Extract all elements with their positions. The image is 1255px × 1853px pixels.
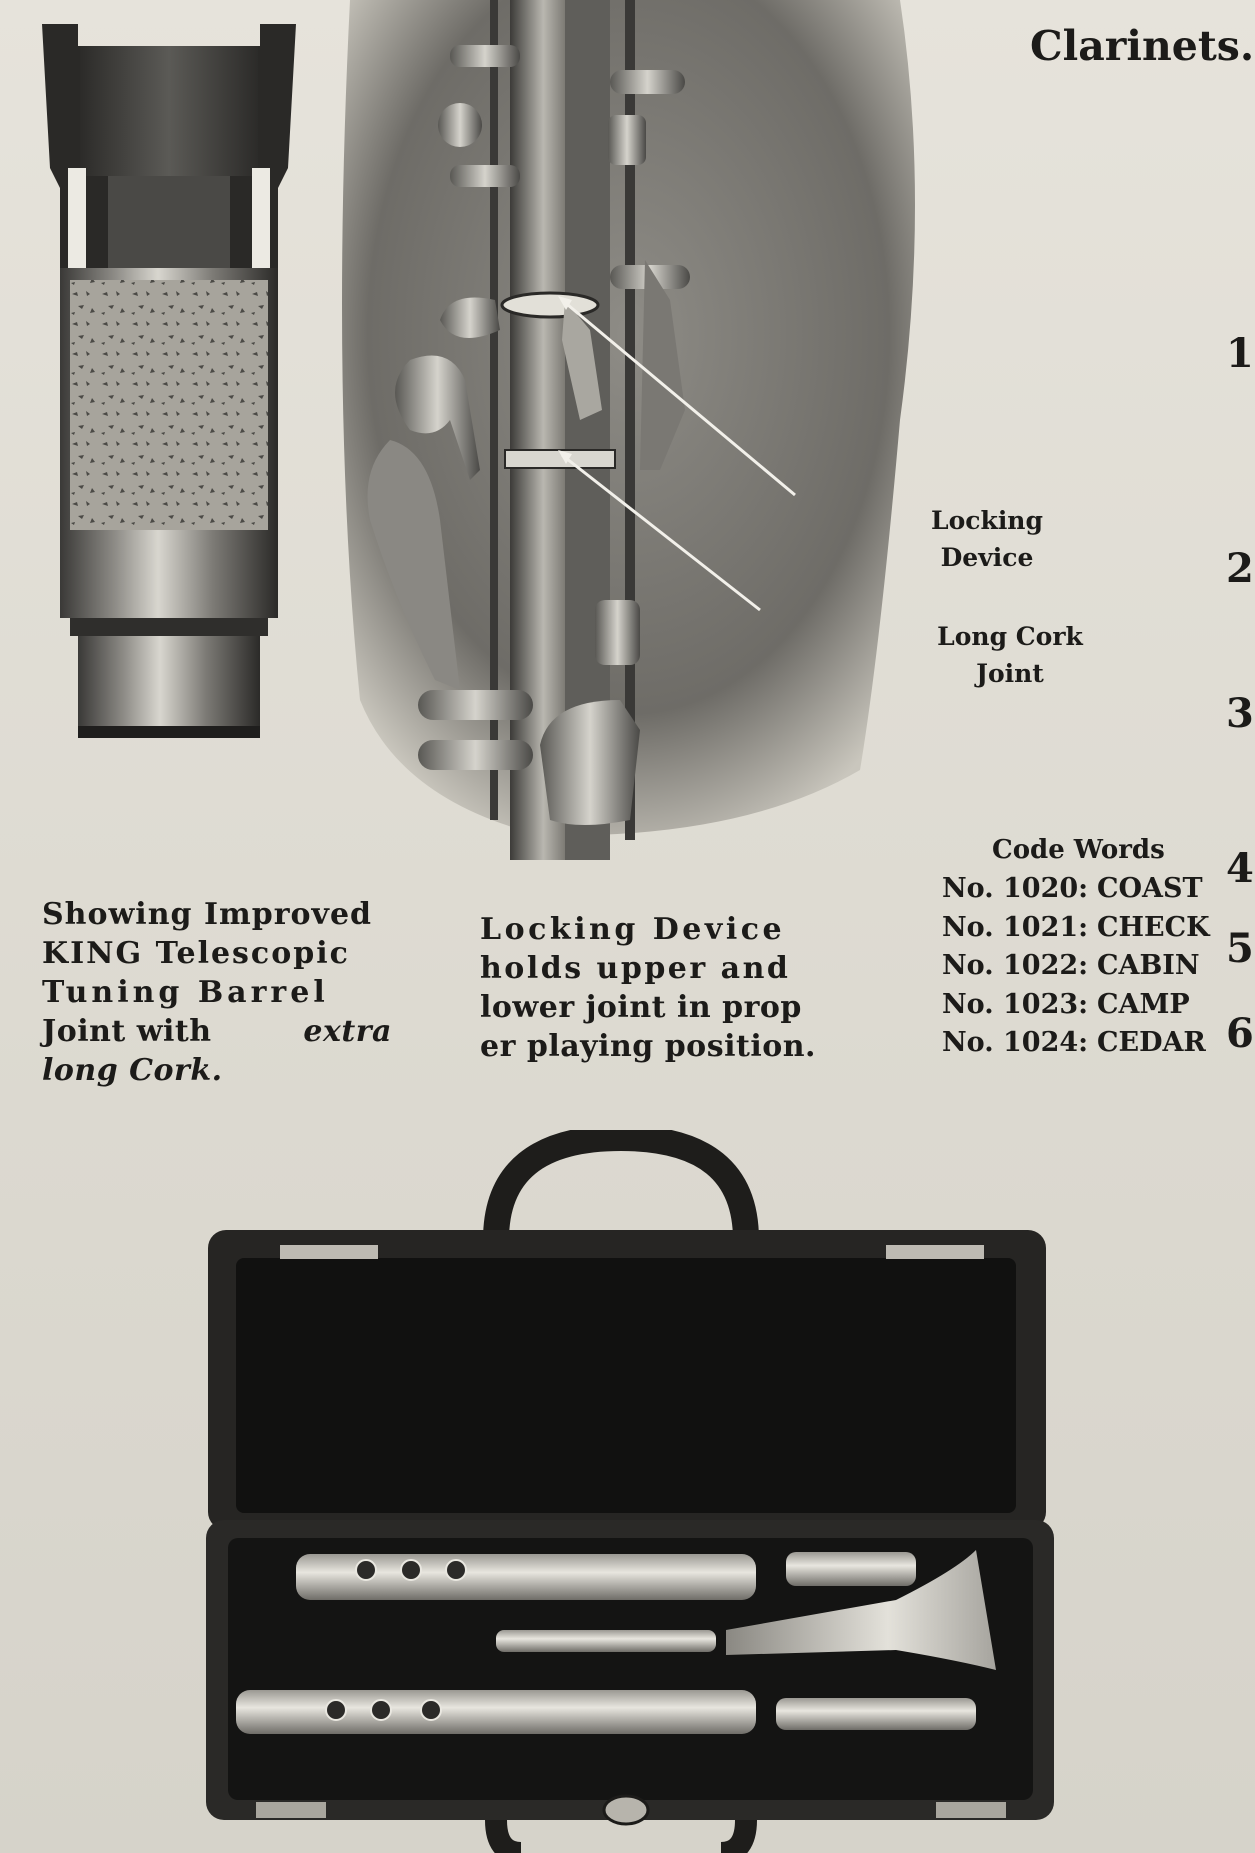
code-word: CHECK <box>1097 911 1210 943</box>
barrel-joint-illustration <box>42 24 296 738</box>
barrel-caption: Showing Improved KING Telescopic Tuning … <box>42 895 397 1090</box>
code-word: CAMP <box>1097 988 1190 1020</box>
margin-number: 3 <box>1226 690 1254 737</box>
margin-number: 5 <box>1226 925 1254 972</box>
caption-line: Joint with extra <box>42 1012 392 1051</box>
code-number: No. 1021: <box>942 911 1089 943</box>
callout-line: Long Cork <box>937 622 1083 651</box>
code-words-title: Code Words <box>992 835 1165 865</box>
callout-long-cork-joint: Long Cork Joint <box>930 618 1090 692</box>
code-row: No. 1023:CAMP <box>942 986 1210 1025</box>
caption-line: holds upper and <box>480 951 791 986</box>
caption-line: er playing position. <box>480 1029 817 1064</box>
code-row: No. 1020: COAST <box>942 870 1210 909</box>
callout-line: Joint <box>976 659 1044 688</box>
callout-line: Device <box>940 543 1034 572</box>
code-number: No. 1022: <box>942 950 1089 981</box>
locking-device-illustration <box>342 0 915 860</box>
heading-fragment: Clarinets. <box>1030 22 1255 70</box>
code-word: COAST <box>1097 873 1203 904</box>
caption-line: KING Telescopic <box>42 936 350 971</box>
caption-emphasis: long Cork. <box>42 1053 223 1088</box>
caption-line: Locking Device <box>480 912 786 947</box>
code-word: CABIN <box>1097 950 1200 981</box>
caption-line: lower joint in prop <box>480 990 802 1025</box>
margin-number: 4 <box>1226 845 1254 892</box>
caption-line: Showing Improved <box>42 897 373 932</box>
margin-number: 1 <box>1226 330 1254 377</box>
code-row: No. 1021:CHECK <box>942 909 1210 948</box>
locking-caption: Locking Device holds upper and lower joi… <box>480 910 840 1066</box>
margin-number: 6 <box>1226 1010 1254 1057</box>
callout-locking-device: Locking Device <box>912 502 1062 576</box>
code-words-list: No. 1020: COAST No. 1021:CHECK No. 1022: C… <box>942 870 1210 1063</box>
callout-line: Locking <box>931 506 1043 535</box>
caption-line: long Cork. <box>42 1051 397 1090</box>
code-number: No. 1023: <box>942 988 1089 1020</box>
clarinet-case-illustration <box>206 1130 1054 1853</box>
margin-number: 2 <box>1226 545 1254 592</box>
code-row: No. 1022: CABIN <box>942 947 1210 986</box>
code-number: No. 1024: <box>942 1027 1089 1058</box>
caption-emphasis: extra <box>303 1014 392 1049</box>
code-row: No. 1024: CEDAR <box>942 1024 1210 1063</box>
caption-line: Tuning Barrel <box>42 975 329 1010</box>
code-word: CEDAR <box>1097 1027 1206 1058</box>
caption-text: Joint with <box>42 1014 212 1049</box>
code-number: No. 1020: <box>942 873 1089 904</box>
